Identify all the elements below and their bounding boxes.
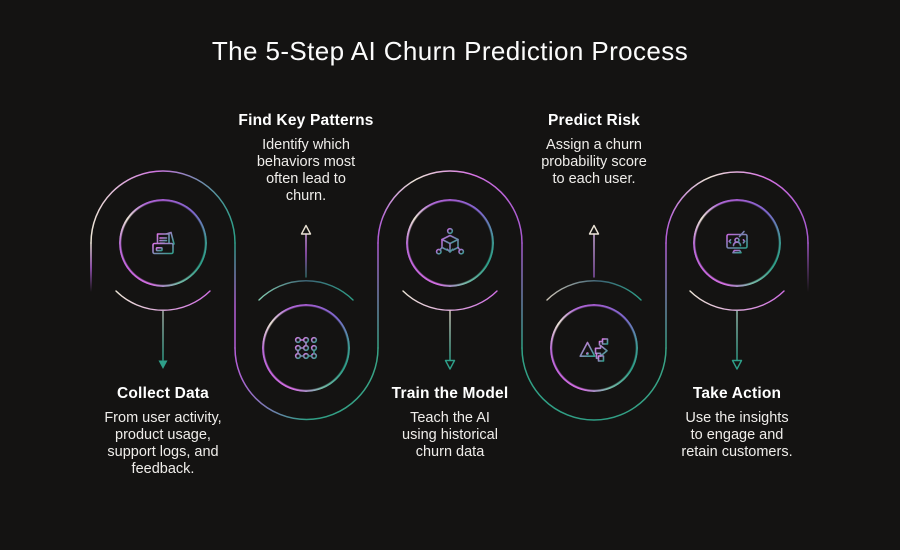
step-arrows [158, 224, 743, 370]
flow-u-step-2 [234, 347, 379, 421]
step-1-icon-ring [119, 199, 207, 287]
folder-documents-icon [152, 231, 175, 255]
step-1-heading: Collect Data [117, 385, 209, 402]
flow-arch-step-5 [665, 171, 809, 244]
step-4-heading: Predict Risk [548, 112, 640, 129]
arc-above-step-2 [258, 280, 354, 301]
step-3-down-arrow-icon [444, 310, 456, 370]
step-5-label-block: Take Action Use the insights to engage a… [644, 385, 830, 461]
step-3-icon-ring [406, 199, 494, 287]
step-2-description: Identify which behaviors most often lead… [256, 137, 356, 204]
arc-below-step-5 [689, 290, 785, 311]
step-4-label-block: Predict Risk Assign a churn probability … [501, 112, 687, 188]
step-2-heading: Find Key Patterns [238, 112, 374, 129]
step-4-up-arrow-icon [588, 224, 600, 278]
step-5-down-arrow-icon [731, 310, 743, 370]
step-5-icon-ring [693, 199, 781, 287]
step-4-description: Assign a churn probability score to each… [541, 137, 647, 187]
step-1-description: From user activity, product usage, suppo… [104, 410, 222, 477]
flow-arch-step-1 [90, 170, 236, 244]
step-2-icon-ring [262, 304, 350, 392]
monitor-user-icon [726, 230, 748, 254]
page-title: The 5-Step AI Churn Prediction Process [211, 36, 689, 66]
flow-arch-step-3 [377, 170, 523, 244]
step-3-label-block: Train the Model Teach the AI using histo… [357, 385, 543, 461]
step-4-icon-ring [550, 304, 638, 392]
arc-above-step-4 [546, 280, 642, 301]
step-3-description: Teach the AI using historical churn data [402, 410, 498, 460]
step-5-heading: Take Action [692, 385, 782, 402]
step-1-down-arrow-icon [158, 310, 168, 369]
arc-below-step-3 [402, 290, 498, 311]
flow-band [90, 170, 809, 421]
risk-alert-arrow-icon [579, 338, 609, 362]
cube-model-icon [435, 227, 465, 255]
step-2-label-block: Find Key Patterns Identify which behavio… [213, 112, 399, 205]
arc-below-step-1 [115, 290, 211, 311]
flow-u-step-4 [521, 347, 667, 421]
accent-arcs [115, 280, 785, 311]
step-1-label-block: Collect Data From user activity, product… [70, 385, 256, 478]
step-2-up-arrow-icon [300, 224, 312, 278]
step-3-heading: Train the Model [391, 385, 509, 402]
step-5-description: Use the insights to engage and retain cu… [681, 410, 793, 460]
pattern-dots-icon [294, 336, 318, 360]
